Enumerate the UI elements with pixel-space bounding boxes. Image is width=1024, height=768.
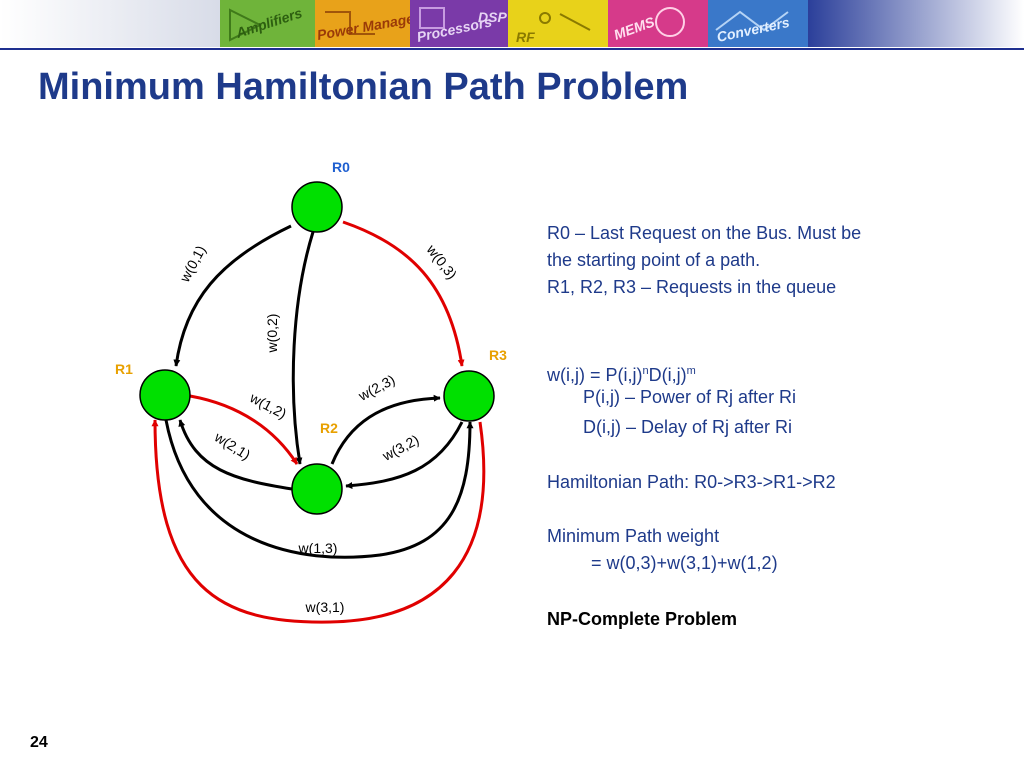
- banner-tile-processors: Processors DSP: [410, 0, 508, 47]
- node-r3: [443, 370, 495, 422]
- edge-label-w31: w(3,1): [305, 599, 345, 615]
- edge-r1-r2: [189, 394, 299, 465]
- text-weight-formula: w(i,j) = P(i,j)nD(i,j)m: [547, 360, 696, 386]
- text-power-def: P(i,j) – Power of Rj after Ri: [583, 387, 797, 407]
- banner-tile-mems: MEMS: [608, 0, 708, 47]
- edge-r0-r1: [173, 224, 292, 367]
- text-delay-def: D(i,j) – Delay of Rj after Ri: [583, 417, 793, 437]
- node-r2: [291, 463, 343, 515]
- edge-label-w03: w(0,3): [423, 241, 460, 282]
- edge-label-w02: w(0,2): [264, 314, 280, 354]
- banner-tile-label: DSP: [478, 9, 507, 25]
- edge-label-w13: w(1,3): [298, 540, 338, 556]
- edge-label-w01: w(0,1): [176, 243, 209, 286]
- edge-r1-r3: [164, 419, 474, 559]
- formula-part-d: D(i,j): [648, 365, 687, 385]
- banner-tile-converters: Converters: [708, 0, 808, 47]
- edge-label-w21: w(2,1): [211, 428, 253, 463]
- node-label-r0: R0: [332, 159, 350, 175]
- node-r0: [291, 181, 343, 233]
- banner-tile-label: RF: [516, 29, 535, 45]
- edge-r3-r2: [345, 421, 464, 490]
- edge-r0-r2: [291, 231, 315, 465]
- edge-r0-r3: [342, 220, 465, 367]
- edge-label-w23: w(2,3): [355, 371, 398, 404]
- edge-r2-r1: [178, 419, 293, 491]
- header-rule: [0, 48, 1024, 50]
- edge-label-w32: w(3,2): [379, 431, 422, 464]
- edge-r3-r1: [151, 419, 486, 624]
- slide-number: 24: [30, 734, 48, 751]
- text-hamiltonian-path: Hamiltonian Path: R0->R3->R1->R2: [547, 472, 836, 492]
- formula-part-p: w(i,j) = P(i,j): [547, 365, 643, 385]
- edge-r2-r3: [330, 394, 441, 465]
- banner-tile-rf: RF: [508, 0, 608, 47]
- formula-exp-n: n: [642, 365, 649, 377]
- node-r1: [139, 369, 191, 421]
- edge-label-w12: w(1,2): [247, 389, 290, 422]
- text-min-weight-formula: = w(0,3)+w(3,1)+w(1,2): [591, 553, 778, 573]
- text-r0-desc-2: the starting point of a path.: [547, 250, 761, 270]
- slide-title: Minimum Hamiltonian Path Problem: [38, 66, 689, 108]
- node-label-r3: R3: [489, 347, 507, 363]
- header-banner: Amplifiers Power Management Processors D…: [0, 0, 1024, 47]
- node-label-r2: R2: [320, 420, 338, 436]
- text-queue-desc: R1, R2, R3 – Requests in the queue: [547, 277, 837, 297]
- text-min-weight-label: Minimum Path weight: [547, 526, 720, 546]
- text-r0-desc-1: R0 – Last Request on the Bus. Must be: [547, 223, 862, 243]
- text-np-complete: NP-Complete Problem: [547, 609, 738, 629]
- formula-exp-m: m: [686, 365, 696, 377]
- banner-tile-amplifiers: Amplifiers: [220, 0, 315, 47]
- node-label-r1: R1: [115, 361, 133, 377]
